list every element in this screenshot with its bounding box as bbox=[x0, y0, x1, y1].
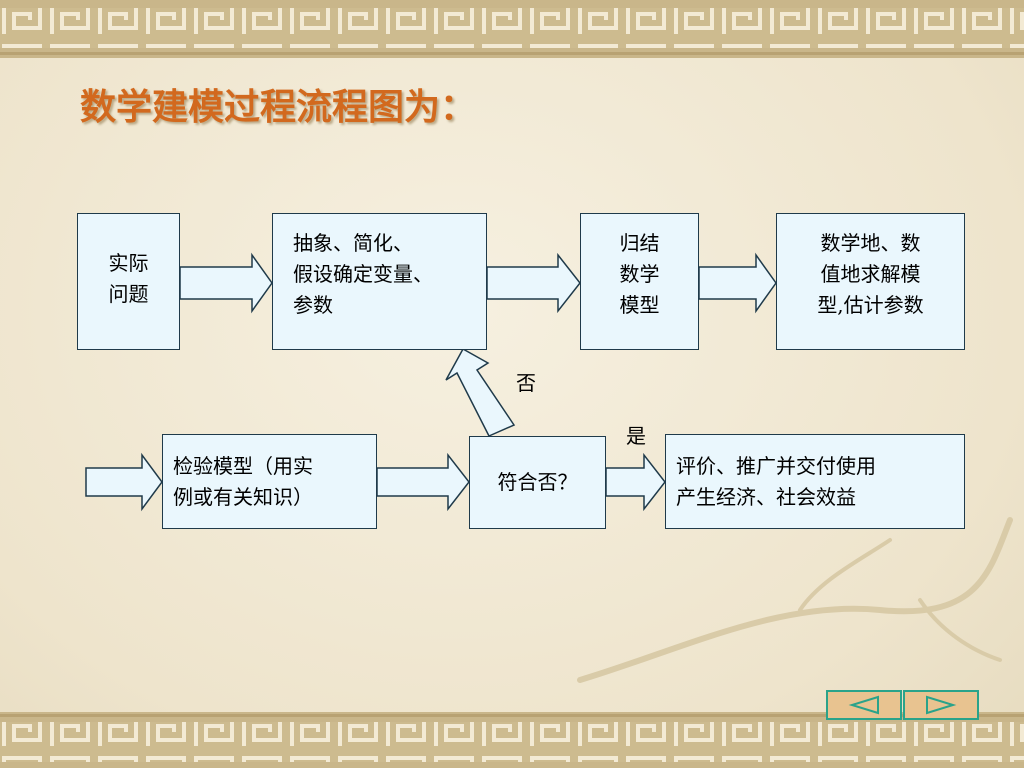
node-solve-model-text: 数学地、数 值地求解模 型,估计参数 bbox=[817, 231, 924, 317]
node-verify-model: 检验模型（用实 例或有关知识） bbox=[162, 434, 377, 529]
next-slide-button[interactable] bbox=[903, 690, 979, 720]
node-math-model-text: 归结 数学 模型 bbox=[619, 231, 660, 317]
arrow-n2-n3 bbox=[486, 252, 581, 314]
node-abstract-simplify-text: 抽象、简化、 假设确定变量、 参数 bbox=[293, 231, 433, 317]
arrow-entry-n5 bbox=[85, 452, 163, 512]
node-verify-model-text: 检验模型（用实 例或有关知识） bbox=[173, 454, 313, 509]
node-abstract-simplify: 抽象、简化、 假设确定变量、 参数 bbox=[272, 213, 487, 350]
arrow-n6-n7 bbox=[605, 452, 666, 512]
edge-label-no: 否 bbox=[516, 371, 536, 395]
node-evaluate-deliver-text: 评价、推广并交付使用 产生经济、社会效益 bbox=[676, 454, 876, 509]
left-triangle-icon bbox=[848, 695, 879, 715]
node-math-model: 归结 数学 模型 bbox=[580, 213, 699, 350]
arrow-n6-n2-feedback bbox=[445, 347, 516, 437]
node-evaluate-deliver: 评价、推广并交付使用 产生经济、社会效益 bbox=[665, 434, 965, 529]
slide-title: 数学建模过程流程图为： bbox=[80, 86, 477, 128]
arrow-n1-n2 bbox=[179, 252, 273, 314]
node-solve-model: 数学地、数 值地求解模 型,估计参数 bbox=[776, 213, 965, 350]
decorative-top-border bbox=[0, 0, 1024, 58]
node-actual-problem-text: 实际 问题 bbox=[108, 251, 149, 306]
arrow-n3-n4 bbox=[698, 252, 777, 314]
node-decision: 符合否？ bbox=[469, 436, 606, 529]
decorative-bottom-border bbox=[0, 712, 1024, 768]
node-actual-problem: 实际 问题 bbox=[77, 213, 180, 350]
edge-label-yes: 是 bbox=[626, 424, 646, 448]
arrow-n5-n6 bbox=[376, 452, 470, 512]
right-triangle-icon bbox=[926, 695, 957, 715]
node-decision-text: 符合否？ bbox=[497, 470, 578, 494]
prev-slide-button[interactable] bbox=[826, 690, 902, 720]
decorative-branch bbox=[577, 517, 1013, 683]
